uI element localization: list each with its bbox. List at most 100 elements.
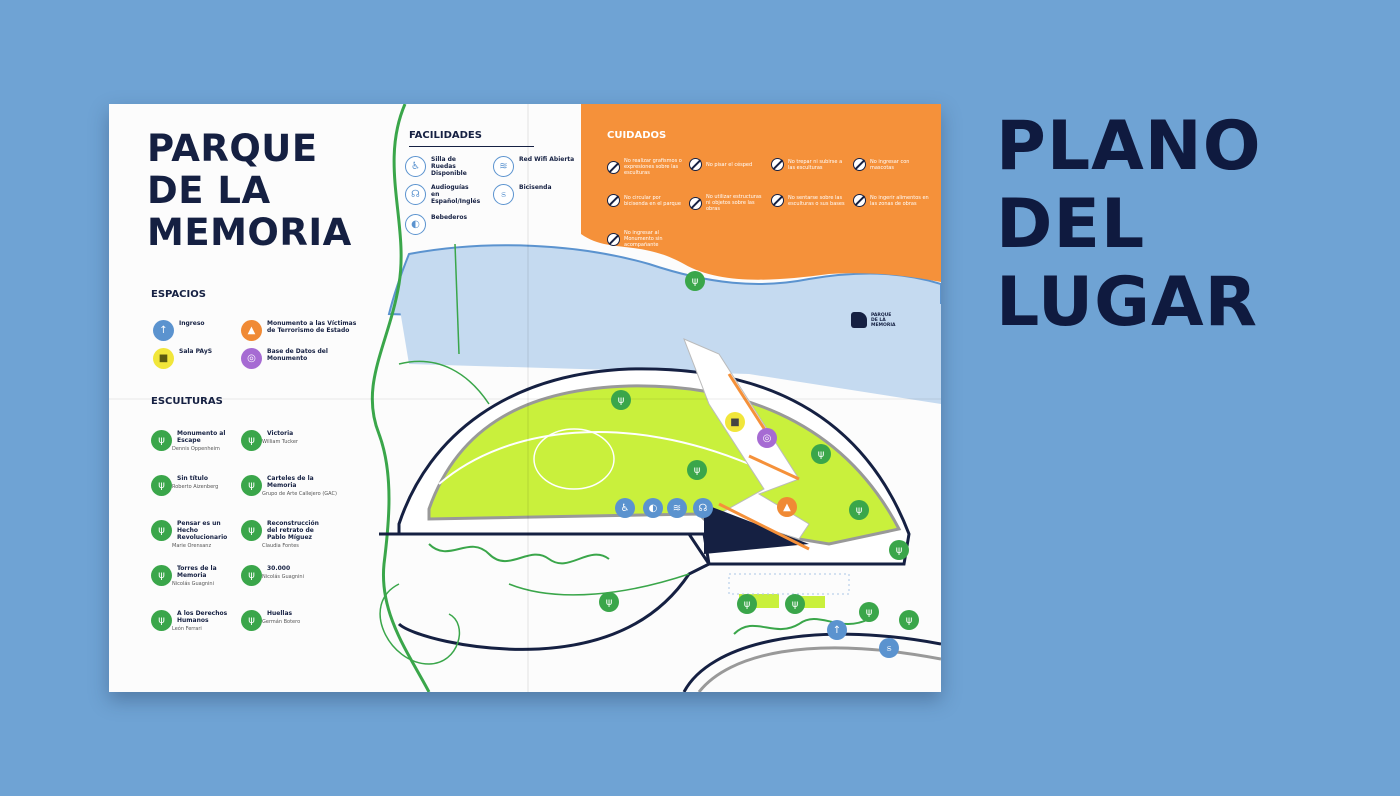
- sculpture-title: Huellas: [267, 610, 293, 617]
- facility-marker-icon[interactable]: ≋: [667, 498, 687, 518]
- facility-label: Bicisenda: [519, 184, 552, 191]
- cuidado-label: No circular por bicisenda en el parque: [624, 194, 681, 207]
- gallery-marker-icon[interactable]: ■: [725, 412, 745, 432]
- sculpture-marker-icon[interactable]: ψ: [899, 610, 919, 630]
- sculpture-title: 30.000: [267, 565, 291, 572]
- side-title-line-2: DEL: [996, 185, 1146, 264]
- legend-label: Monumento a las Víctimas de Terrorismo d…: [267, 320, 357, 334]
- prohibited-icon: [607, 194, 620, 207]
- facility-wheelchair: ♿ Silla de Ruedas Disponible: [405, 156, 477, 177]
- legend-label: Ingreso: [179, 320, 205, 327]
- facility-wifi: ≋ Red Wifi Abierta: [493, 156, 574, 177]
- legend-label: Sala PAyS: [179, 348, 213, 355]
- lawn-circle: [533, 428, 615, 490]
- sculpture-marker-icon[interactable]: ψ: [859, 602, 879, 622]
- sculpture-icon: ψ: [241, 610, 262, 631]
- cuidado-item: No ingresar con mascotas: [853, 158, 930, 171]
- poster-title-line-1: PARQUE: [147, 127, 318, 170]
- cuidado-item: No ingresar al Monumento sin acompañante: [607, 230, 684, 248]
- wifi-icon: ≋: [493, 156, 514, 177]
- legend-item-sala: ■ Sala PAyS: [153, 348, 212, 369]
- fold-line-vertical: [527, 104, 529, 692]
- entrance-marker-icon[interactable]: ↑: [827, 620, 847, 640]
- prohibited-icon: [689, 196, 702, 210]
- facility-label: Red Wifi Abierta: [519, 156, 575, 163]
- facility-label: Silla de Ruedas Disponible: [431, 156, 467, 177]
- bicycle-icon: ಽ: [493, 184, 514, 205]
- sculpture-title: Reconstrucción del retrato de Pablo Mígu…: [267, 520, 319, 541]
- sculpture-marker-icon[interactable]: ψ: [849, 500, 869, 520]
- coast-area: [399, 304, 941, 404]
- side-title-line-1: PLANO: [996, 107, 1262, 186]
- cuidado-label: No sentarse sobre las esculturas o sus b…: [788, 194, 845, 207]
- fold-line-horizontal: [109, 398, 941, 400]
- sculpture-marker-icon[interactable]: ψ: [785, 594, 805, 614]
- facility-marker-icon[interactable]: ☊: [693, 498, 713, 518]
- sculpture-icon: ψ: [241, 520, 262, 541]
- park-logo-line: MEMORIA: [871, 322, 896, 328]
- bicycle-marker-icon[interactable]: ಽ: [879, 638, 899, 658]
- sculpture-author: Nicolás Guagnini: [262, 574, 304, 580]
- sculpture-author: Dennis Oppenheim: [172, 446, 220, 452]
- sculpture-title: Victoria: [267, 430, 294, 437]
- cuidado-item: No pisar el césped: [689, 158, 766, 171]
- green-path-2: [379, 583, 460, 665]
- espacios-heading: ESPACIOS: [151, 289, 206, 300]
- vine-left: [428, 543, 610, 565]
- facility-marker-icon[interactable]: ♿: [615, 498, 635, 518]
- park-logo-line: PARQUE: [871, 312, 892, 318]
- monument-zigzag: [683, 338, 810, 540]
- sculpture-icon: ψ: [241, 430, 262, 451]
- park-logo-line: DE LA: [871, 317, 886, 323]
- facility-label: Audioguías en Español/Inglés: [431, 184, 481, 205]
- facility-marker-icon[interactable]: ◐: [643, 498, 663, 518]
- lower-walkway-gray: [697, 646, 941, 692]
- database-marker-icon[interactable]: ◎: [757, 428, 777, 448]
- sculpture-marker-icon[interactable]: ψ: [889, 540, 909, 560]
- sculpture-title: A los Derechos Humanos: [177, 610, 228, 624]
- sculpture-author: Claudia Fontes: [262, 543, 299, 549]
- sculpture-marker-icon[interactable]: ψ: [811, 444, 831, 464]
- sculpture-icon: ψ: [151, 430, 172, 451]
- poster-title-line-3: MEMORIA: [147, 211, 352, 254]
- sculpture-author: William Tucker: [262, 439, 298, 445]
- sculpture-marker-icon[interactable]: ψ: [685, 271, 705, 291]
- sculpture-author: Nicolás Guagnini: [172, 581, 214, 587]
- park-logo: PARQUE DE LA MEMORIA: [851, 312, 895, 328]
- cuidado-item: No ingerir alimentos en las zonas de obr…: [853, 194, 930, 207]
- sculpture-marker-icon[interactable]: ψ: [737, 594, 757, 614]
- prohibited-icon: [771, 194, 784, 207]
- cuidado-label: No ingerir alimentos en las zonas de obr…: [870, 194, 929, 207]
- green-path-3: [508, 573, 690, 596]
- sculpture-title: Carteles de la Memoria: [267, 475, 314, 489]
- sculpture-author: Marie Orensanz: [172, 543, 212, 549]
- sculpture-marker-icon[interactable]: ψ: [599, 592, 619, 612]
- database-icon: ◎: [241, 348, 262, 369]
- cuidado-label: No ingresar al Monumento sin acompañante: [624, 230, 663, 248]
- facility-water: ◐ Bebederos: [405, 214, 467, 235]
- cuidado-item: No circular por bicisenda en el parque: [607, 194, 684, 207]
- esculturas-heading: ESCULTURAS: [151, 396, 223, 407]
- monument-icon: ▲: [241, 320, 262, 341]
- entrance-icon: ↑: [153, 320, 174, 341]
- sculpture-marker-icon[interactable]: ψ: [611, 390, 631, 410]
- sculpture-author: Germán Botero: [262, 619, 301, 625]
- dotted-area: [728, 573, 850, 595]
- sculpture-text: Reconstrucción del retrato de Pablo Mígu…: [262, 520, 331, 549]
- sculpture-marker-icon[interactable]: ψ: [687, 460, 707, 480]
- cuidado-item: No sentarse sobre las esculturas o sus b…: [771, 194, 848, 207]
- monument-marker-icon[interactable]: ▲: [777, 497, 797, 517]
- cuidados-heading: CUIDADOS: [607, 130, 667, 141]
